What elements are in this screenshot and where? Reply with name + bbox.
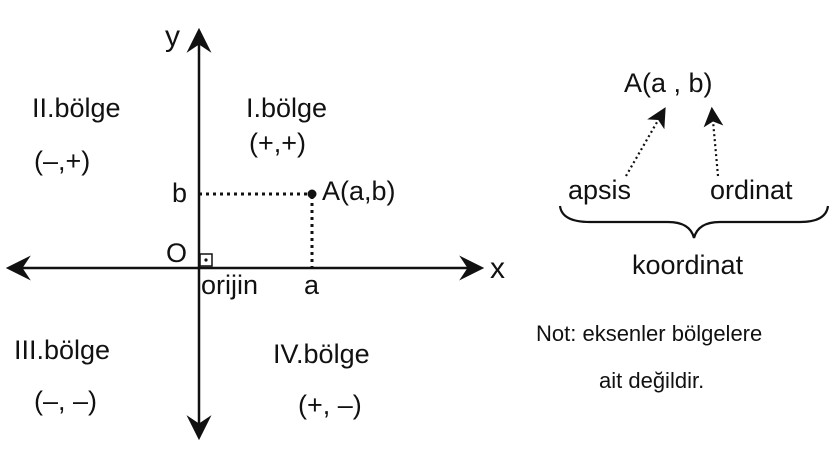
quadrant-2-signs: (–,+) xyxy=(34,146,90,176)
coordinate-word: koordinat xyxy=(632,250,744,280)
origin-letter: O xyxy=(166,238,187,268)
coordinate-expression: A(a , b) xyxy=(624,68,713,98)
abscissa-label: apsis xyxy=(568,175,631,205)
origin-square-icon xyxy=(199,253,213,267)
x-tick-a: a xyxy=(304,270,320,300)
y-axis-label: y xyxy=(165,20,180,53)
curly-brace-icon xyxy=(558,205,830,239)
quadrant-1-signs: (+,+) xyxy=(249,128,306,158)
origin-dot xyxy=(204,258,208,262)
abscissa-pointer-arrow xyxy=(625,107,666,177)
x-axis-label: x xyxy=(490,252,505,285)
origin-name: orijin xyxy=(201,270,258,300)
y-tick-b: b xyxy=(172,178,187,208)
quadrant-4-signs: (+, –) xyxy=(298,390,362,420)
note-line-1: Not: eksenler bölgelere xyxy=(536,321,762,346)
ordinate-pointer-arrow xyxy=(703,106,724,177)
note-line-2: ait değildir. xyxy=(599,368,704,393)
point-a-label: A(a,b) xyxy=(322,176,396,206)
ordinate-label: ordinat xyxy=(710,175,793,205)
quadrant-2-name: II.bölge xyxy=(32,93,121,123)
quadrant-1-name: I.bölge xyxy=(246,93,327,123)
quadrant-3-name: III.bölge xyxy=(14,335,110,365)
quadrant-3-signs: (–, –) xyxy=(34,386,97,416)
quadrant-4-name: IV.bölge xyxy=(273,339,370,369)
point-a-dot xyxy=(307,189,317,199)
